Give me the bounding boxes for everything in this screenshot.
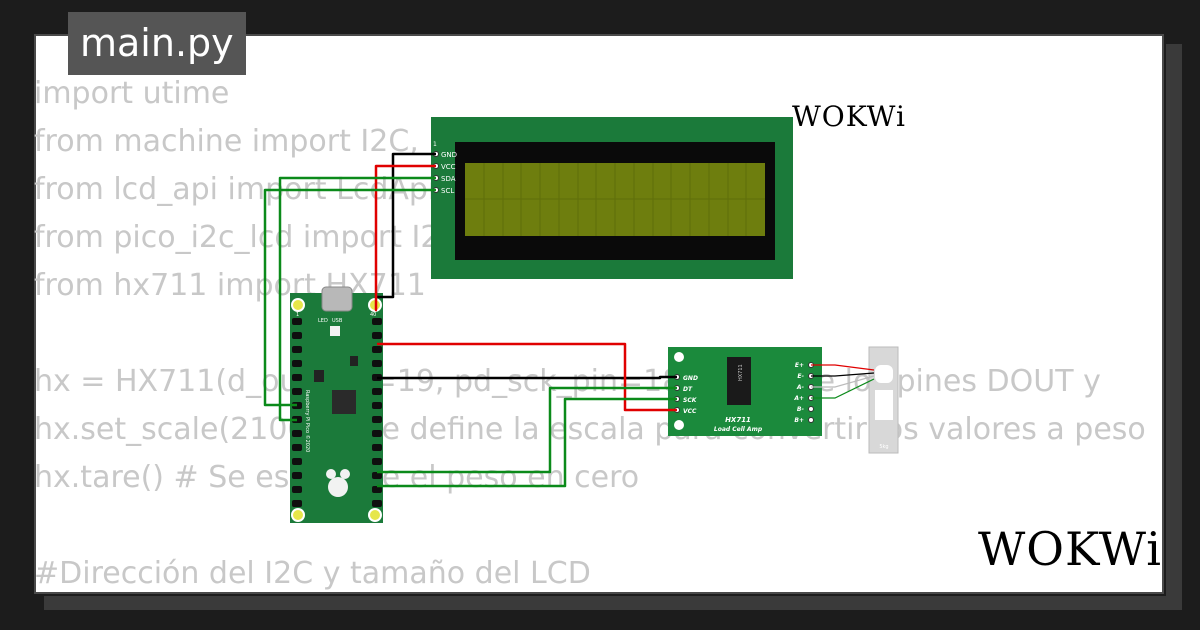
- load-cell-body: [868, 346, 899, 454]
- bootsel-button[interactable]: [330, 326, 340, 336]
- hx711-pin-label: A-: [796, 384, 805, 391]
- raspberry-logo-icon: [326, 469, 350, 497]
- lcd-pin-label: SDA: [441, 175, 456, 183]
- pin-number: 1: [296, 312, 299, 318]
- wire-e-minus: [811, 372, 875, 377]
- hx711-subtitle: Load Cell Amp: [714, 426, 763, 433]
- mount-hole: [291, 508, 305, 522]
- lcd-module[interactable]: 1 GND VCC SDA SCL: [431, 117, 793, 279]
- lcd-pin-label: GND: [441, 151, 457, 159]
- code-line: import utime: [34, 76, 230, 111]
- hx711-pin-label: A+: [793, 395, 804, 402]
- usb-connector: [321, 286, 353, 312]
- wire-lcd-gnd: [377, 152, 436, 299]
- pico-component: [350, 356, 358, 366]
- wire-hx711-sck: [377, 397, 677, 488]
- hx711-module[interactable]: HX711 GND DT SCK VCC E+ E- A- A+ B- B+ H…: [668, 347, 822, 436]
- hx711-chip: [727, 357, 751, 405]
- led-label: LED: [318, 318, 328, 324]
- hx711-pin-label: E+: [795, 362, 804, 369]
- pico-right-pins[interactable]: [372, 318, 382, 507]
- wokwi-logo-big: WOKWi: [978, 522, 1162, 576]
- hx711-pin-label: B+: [794, 417, 804, 424]
- load-cell-hole: [875, 365, 893, 383]
- hx711-pin-label: E-: [797, 373, 804, 380]
- lcd-char-grid: [465, 163, 765, 236]
- wire-lcd-scl: [263, 188, 436, 407]
- load-cell-slot: [875, 390, 893, 420]
- wokwi-logo-small: WOKWi: [792, 100, 906, 133]
- load-cell-wires: [811, 364, 875, 399]
- mount-hole: [674, 420, 684, 430]
- hx711-name: HX711: [725, 416, 751, 424]
- wire-lcd-sda: [278, 176, 436, 422]
- wire-hx711-vcc: [377, 342, 677, 412]
- usb-label: USB: [332, 318, 343, 324]
- lcd-pin1-label: 1: [433, 141, 437, 148]
- load-cell[interactable]: 5kg: [868, 346, 899, 454]
- hx711-pin-label: VCC: [683, 408, 697, 415]
- load-cell-label: 5kg: [879, 444, 888, 450]
- pico-component: [314, 370, 324, 382]
- pico-board[interactable]: LED USB Raspberry Pi Pico ©2020: [290, 286, 383, 523]
- mount-hole: [291, 298, 305, 312]
- wire-hx711-gnd: [377, 375, 677, 380]
- wire-a-minus: [811, 375, 875, 388]
- hx711-pin-label: SCK: [683, 397, 698, 404]
- wire-a-plus: [811, 378, 875, 399]
- wire-lcd-vcc: [374, 164, 436, 312]
- wire-hx711-dt: [377, 386, 677, 474]
- chip-label: HX711: [738, 364, 744, 381]
- hx711-pin-label: GND: [683, 375, 698, 382]
- hx711-pin-label: B-: [797, 406, 805, 413]
- file-tab[interactable]: main.py: [68, 12, 246, 75]
- rp2040-chip: [332, 390, 356, 414]
- pin-number: 40: [370, 312, 376, 318]
- wires: [263, 152, 677, 488]
- wire-e-plus: [811, 364, 875, 371]
- hx711-pin-label: DT: [683, 386, 693, 393]
- lcd-pin-label: VCC: [441, 163, 456, 171]
- card-shadow-right: [1166, 44, 1182, 604]
- lcd-pin-label: SCL: [441, 187, 454, 195]
- pico-side-text: Raspberry Pi Pico ©2020: [304, 390, 311, 452]
- mount-hole: [368, 508, 382, 522]
- hx711-right-pins[interactable]: [808, 362, 814, 423]
- code-line: #Dirección del I2C y tamaño del LCD: [34, 556, 591, 591]
- card-shadow-bottom: [44, 596, 1182, 610]
- mount-hole: [674, 352, 684, 362]
- code-line: from pico_i2c_lcd import I2cLcd: [34, 220, 509, 255]
